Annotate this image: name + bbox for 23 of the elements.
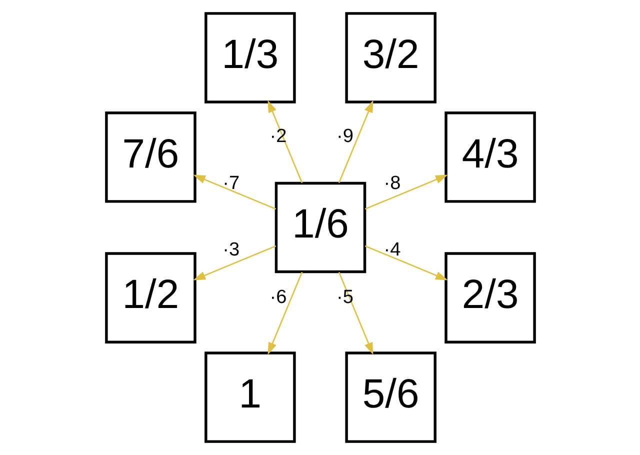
arrow: [192, 245, 276, 280]
node-box: 1/2: [104, 252, 196, 344]
edge-label: ·4: [383, 240, 400, 261]
node-box: 4/3: [444, 112, 536, 203]
node-box: 7/6: [104, 112, 196, 203]
edge-label: ·6: [269, 286, 286, 308]
node-box: 1/6: [274, 182, 366, 274]
arrow: [267, 272, 302, 355]
edge-label: ·3: [222, 240, 240, 261]
arrow: [267, 100, 302, 184]
edge-label: ·7: [222, 172, 240, 194]
node-box: 2/3: [444, 252, 536, 344]
edge-label: ·9: [336, 126, 353, 147]
node-box: 1: [204, 352, 296, 443]
arrow: [364, 245, 448, 280]
node-box: 1/3: [204, 12, 296, 104]
edge-label: ·8: [383, 172, 400, 194]
node-box: 3/2: [344, 12, 436, 104]
arrow: [338, 272, 373, 355]
arrow: [338, 100, 373, 184]
arrow: [364, 174, 448, 210]
node-box: 5/6: [344, 352, 436, 443]
arrow: [192, 174, 276, 210]
